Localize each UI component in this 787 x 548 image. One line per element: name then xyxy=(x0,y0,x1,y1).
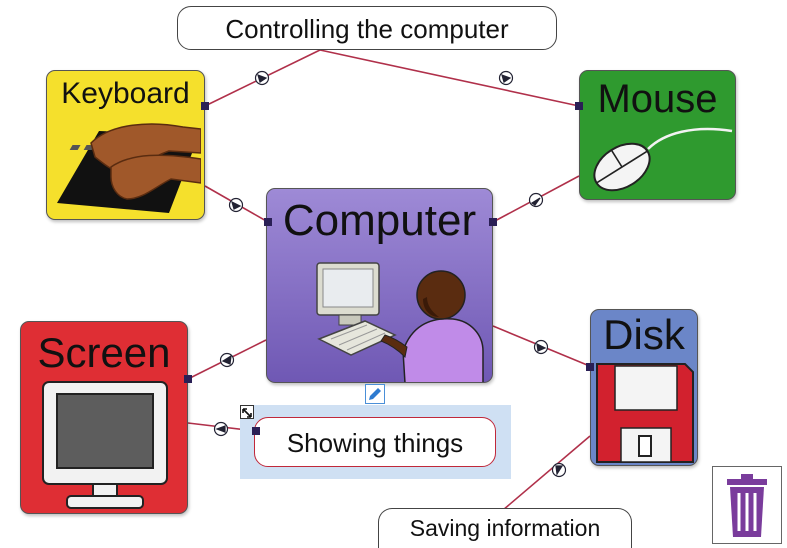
connection-handle[interactable] xyxy=(489,218,497,226)
label-controlling-the-computer[interactable]: Controlling the computer xyxy=(177,6,557,50)
connection-handle[interactable] xyxy=(575,102,583,110)
arrow-marker-icon xyxy=(254,70,270,86)
pencil-icon[interactable] xyxy=(365,384,385,404)
screen-title: Screen xyxy=(37,329,171,376)
label-saving-information[interactable]: Saving information xyxy=(378,508,632,548)
trash-button[interactable] xyxy=(712,466,782,544)
computer-mouse-icon xyxy=(593,127,733,192)
disk-node[interactable]: Disk xyxy=(590,309,698,466)
label-showing-text: Showing things xyxy=(286,428,464,458)
child-at-computer-icon xyxy=(316,262,484,382)
connection-handle[interactable] xyxy=(586,363,594,371)
link-controlling-mouse xyxy=(319,49,580,107)
arrow-marker-icon xyxy=(228,197,244,213)
computer-title: Computer xyxy=(282,196,477,245)
trash-icon xyxy=(727,474,767,537)
disk-title: Disk xyxy=(603,311,685,358)
keyboard-title: Keyboard xyxy=(61,77,190,110)
connection-handle[interactable] xyxy=(184,375,192,383)
mouse-node[interactable]: Mouse xyxy=(579,70,736,200)
link-disk-saving xyxy=(502,435,591,511)
keyboard-hands-icon xyxy=(57,123,201,213)
arrow-marker-icon xyxy=(498,70,514,86)
connection-handle[interactable] xyxy=(201,102,209,110)
connection-handle[interactable] xyxy=(252,427,260,435)
resize-icon[interactable] xyxy=(240,405,254,419)
mouse-title: Mouse xyxy=(597,77,718,121)
screen-node[interactable]: Screen xyxy=(20,321,188,514)
keyboard-node[interactable]: Keyboard xyxy=(46,70,205,220)
arrow-marker-icon xyxy=(533,339,549,355)
label-showing-things[interactable]: Showing things xyxy=(254,417,496,467)
label-saving-text: Saving information xyxy=(409,515,601,541)
arrow-marker-icon xyxy=(219,352,235,368)
label-controlling-text: Controlling the computer xyxy=(225,14,509,44)
monitor-icon xyxy=(42,381,168,509)
connection-handle[interactable] xyxy=(264,218,272,226)
arrow-marker-icon xyxy=(551,462,567,478)
computer-node[interactable]: Computer xyxy=(266,188,493,383)
floppy-disk-icon xyxy=(596,363,694,463)
arrow-marker-icon xyxy=(528,192,544,208)
arrow-marker-icon xyxy=(213,421,229,437)
